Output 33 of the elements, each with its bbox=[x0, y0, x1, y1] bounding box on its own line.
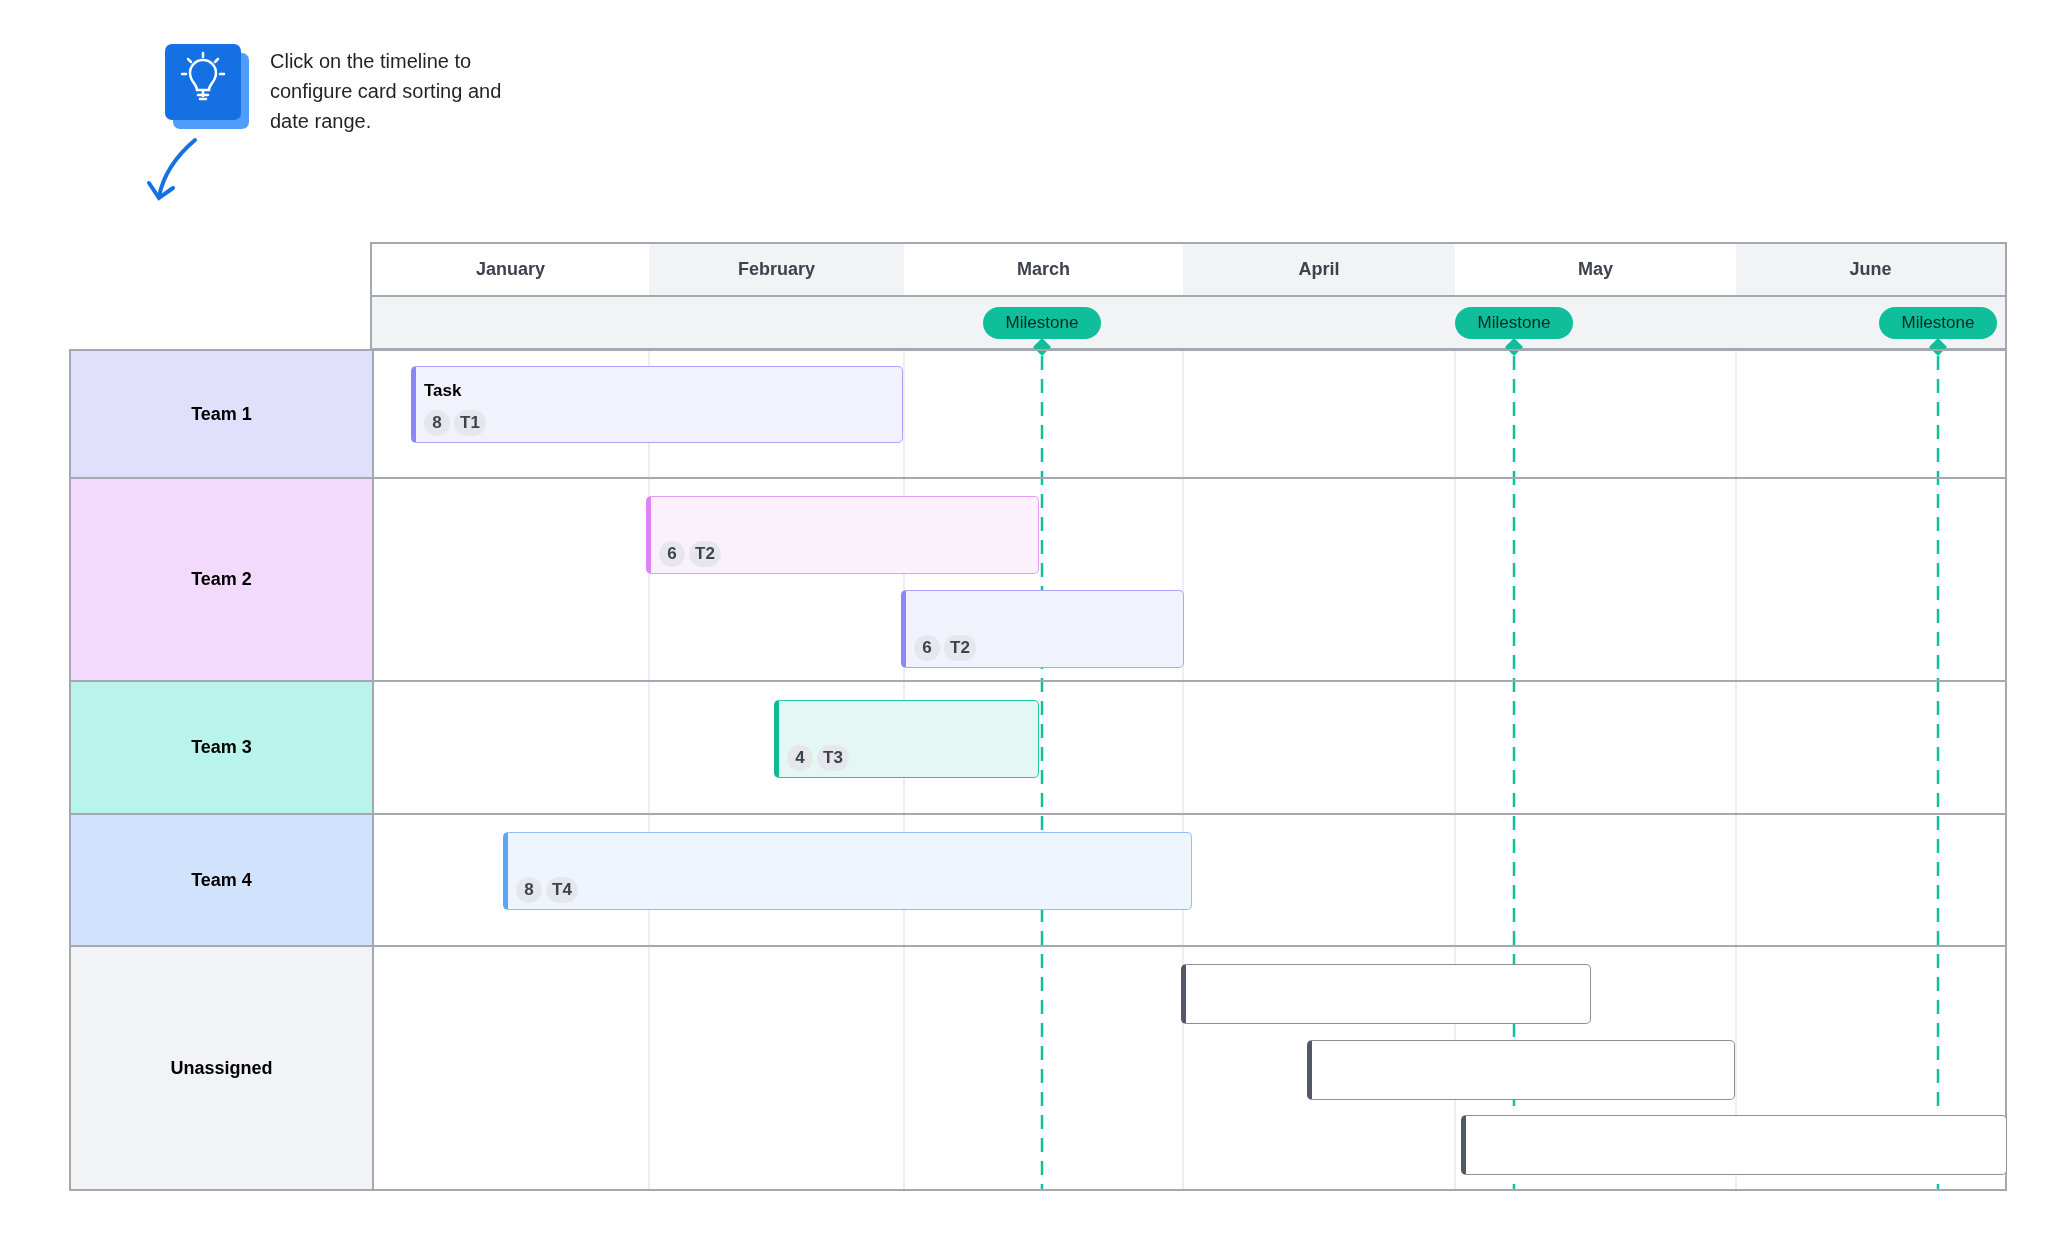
count-badge: 6 bbox=[659, 541, 685, 567]
tip-text: Click on the timeline to configure card sorting and date range. bbox=[270, 49, 503, 134]
tag-badge: T1 bbox=[454, 410, 486, 436]
task-card bbox=[901, 590, 1184, 668]
task-card bbox=[1307, 1040, 1735, 1100]
task-title: Task bbox=[424, 381, 462, 401]
swimlane bbox=[69, 815, 2007, 947]
swimlane bbox=[69, 947, 2007, 1191]
tag-badge: T2 bbox=[944, 635, 976, 661]
lane-title: Team 1 bbox=[69, 351, 374, 477]
count-badge: 6 bbox=[914, 635, 940, 661]
month-header: May bbox=[1455, 242, 1736, 297]
task-card bbox=[774, 700, 1039, 778]
lane-title: Team 4 bbox=[69, 815, 374, 945]
tag-badge: T3 bbox=[817, 745, 849, 771]
tag-badge: T4 bbox=[546, 877, 578, 903]
month-header: March bbox=[904, 242, 1183, 297]
swimlane bbox=[69, 349, 2007, 479]
lane-title: Team 3 bbox=[69, 682, 374, 813]
lane-title: Team 2 bbox=[69, 479, 374, 680]
task-card bbox=[1181, 964, 1591, 1024]
tag-badge: T2 bbox=[689, 541, 721, 567]
swimlane bbox=[69, 682, 2007, 815]
task-card bbox=[411, 366, 903, 443]
count-badge: 4 bbox=[787, 745, 813, 771]
task-card bbox=[646, 496, 1039, 574]
task-card bbox=[503, 832, 1192, 910]
month-header: January bbox=[370, 242, 649, 297]
lane-title: Unassigned bbox=[69, 947, 374, 1189]
swimlane bbox=[69, 479, 2007, 682]
task-card bbox=[1461, 1115, 2007, 1175]
count-badge: 8 bbox=[516, 877, 542, 903]
count-badge: 8 bbox=[424, 410, 450, 436]
